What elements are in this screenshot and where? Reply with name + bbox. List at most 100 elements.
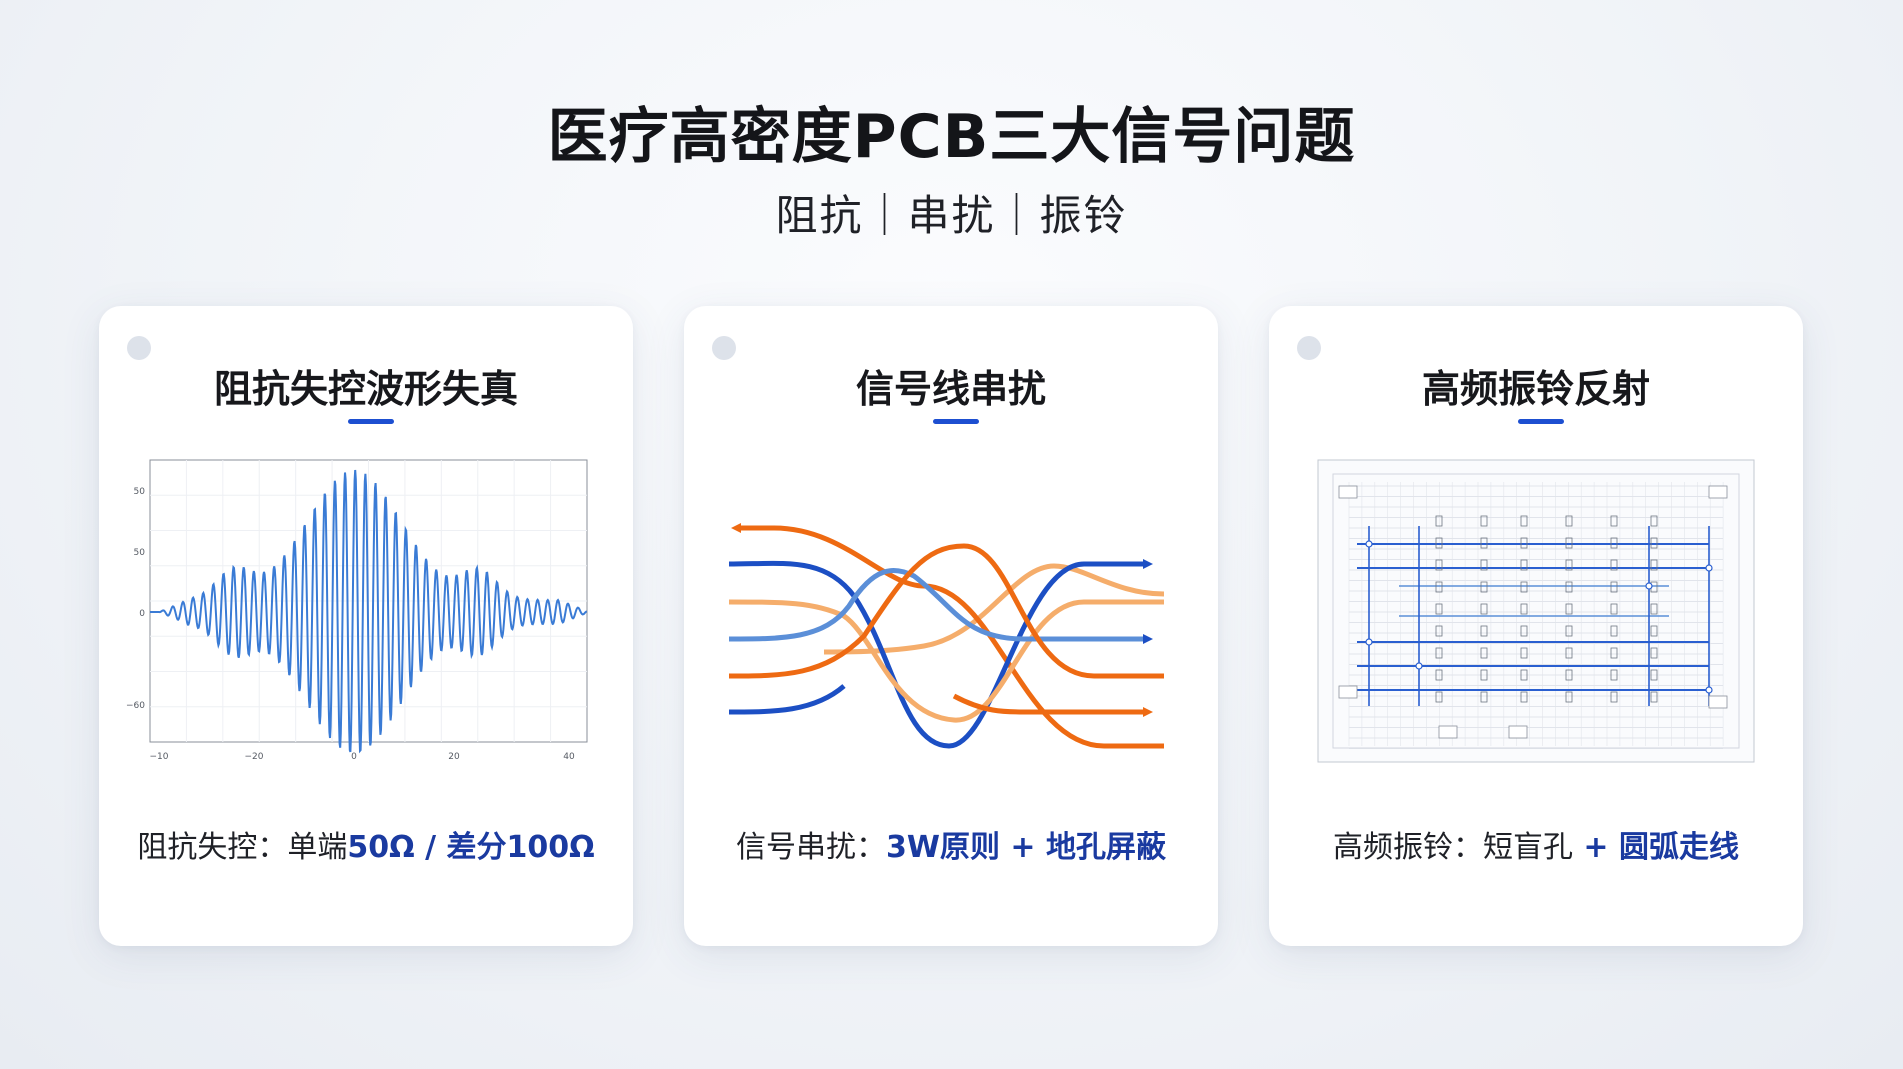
page-title: 医疗高密度PCB三大信号问题 <box>547 102 1356 172</box>
page-subtitle: 阻抗｜串扰｜振铃 <box>775 191 1128 240</box>
pcb-pad <box>1565 559 1573 571</box>
caption-prefix: 阻抗失控： <box>137 830 288 865</box>
pcb-via <box>1705 564 1713 572</box>
pcb-pad <box>1520 669 1528 681</box>
pcb-pad <box>1435 559 1443 571</box>
pcb-pad <box>1610 537 1618 549</box>
pcb-pad <box>1520 625 1528 637</box>
pcb-pad <box>1480 603 1488 615</box>
pcb-pad <box>1565 581 1573 593</box>
pcb-pad <box>1610 691 1618 703</box>
card-underline <box>933 419 979 424</box>
pcb-pad <box>1610 603 1618 615</box>
pcb-pad <box>1650 559 1658 571</box>
pcb-pad <box>1565 537 1573 549</box>
caption-highlight: + 圆弧走线 <box>1572 830 1740 865</box>
pcb-layout-svg <box>1317 459 1755 763</box>
pcb-pad <box>1565 669 1573 681</box>
pcb-pad <box>1610 669 1618 681</box>
card-caption: 信号串扰：3W原则 + 地孔屏蔽 <box>684 822 1218 866</box>
pcb-inner-frame <box>1332 473 1740 749</box>
pcb-pad <box>1435 669 1443 681</box>
pcb-pad <box>1435 537 1443 549</box>
waveform-series <box>150 469 588 754</box>
pcb-pad <box>1650 537 1658 549</box>
pcb-pad <box>1520 603 1528 615</box>
pcb-pad <box>1565 647 1573 659</box>
caption-plain: 单端 <box>287 830 348 865</box>
pcb-pad <box>1480 647 1488 659</box>
card-title: 高频振铃反射 <box>1421 367 1650 411</box>
pcb-via <box>1365 540 1373 548</box>
pcb-components <box>1338 485 1728 739</box>
pcb-component <box>1338 485 1358 499</box>
pcb-pad <box>1520 647 1528 659</box>
crosstalk-figure <box>724 456 1178 776</box>
pcb-pad <box>1480 691 1488 703</box>
pcb-pad <box>1610 515 1618 527</box>
caption-prefix: 高频振铃： <box>1332 830 1483 865</box>
pcb-pad <box>1480 515 1488 527</box>
pcb-component <box>1708 695 1728 709</box>
card-dot <box>127 336 151 360</box>
card-title: 阻抗失控波形失真 <box>213 367 518 411</box>
trace-light-orange-2 <box>728 599 1164 723</box>
card-crosstalk: 信号线串扰 <box>684 306 1218 946</box>
caption-highlight: 3W原则 + 地孔屏蔽 <box>886 830 1166 865</box>
card-dot <box>712 336 736 360</box>
pcb-pad <box>1610 647 1618 659</box>
caption-prefix: 信号串扰： <box>736 830 886 865</box>
card-title: 信号线串扰 <box>855 367 1046 411</box>
pcb-pad <box>1435 625 1443 637</box>
pcb-pad <box>1650 515 1658 527</box>
y-tick-label: 50 <box>134 487 146 497</box>
caption-plain: 短盲孔 <box>1482 830 1573 865</box>
pcb-pad <box>1520 559 1528 571</box>
trace-blue-2-start <box>728 684 846 715</box>
pcb-pad <box>1435 603 1443 615</box>
x-tick-label: −20 <box>245 752 264 762</box>
card-dot <box>1297 336 1321 360</box>
pcb-pad <box>1650 625 1658 637</box>
pcb-via <box>1645 582 1653 590</box>
pcb-pad <box>1650 603 1658 615</box>
card-underline <box>348 419 394 424</box>
y-tick-label: 50 <box>134 548 146 558</box>
trace-orange-left-arrow <box>731 523 1164 749</box>
trace-orange-2 <box>728 543 1164 679</box>
pcb-layout-figure <box>1309 456 1763 776</box>
pcb-pad <box>1435 691 1443 703</box>
x-tick-label: 40 <box>563 752 575 762</box>
pcb-pad <box>1480 625 1488 637</box>
crossing-traces-svg <box>728 523 1165 749</box>
pcb-pad <box>1520 537 1528 549</box>
y-tick-label: 0 <box>139 609 145 619</box>
pcb-component <box>1508 725 1528 739</box>
card-ringing: 高频振铃反射 高频振铃：短盲孔 + 圆弧走线 <box>1269 306 1803 946</box>
pcb-component <box>1708 485 1728 499</box>
pcb-pad <box>1610 559 1618 571</box>
trace-orange-right-lead <box>952 693 1025 715</box>
pcb-pad <box>1480 559 1488 571</box>
pcb-pad <box>1565 603 1573 615</box>
caption-highlight: 50Ω / 差分100Ω <box>347 830 595 865</box>
card-underline <box>1518 419 1564 424</box>
card-caption: 阻抗失控：单端50Ω / 差分100Ω <box>99 822 633 866</box>
pcb-pad <box>1480 669 1488 681</box>
pcb-pad <box>1435 647 1443 659</box>
trace-light-blue-right-arrow <box>728 568 1153 644</box>
pcb-pad <box>1565 625 1573 637</box>
pcb-via <box>1415 662 1423 670</box>
pcb-pad <box>1435 581 1443 593</box>
pcb-pad <box>1565 691 1573 703</box>
x-tick-label: 20 <box>448 752 460 762</box>
pcb-pad <box>1520 581 1528 593</box>
pcb-pad <box>1520 515 1528 527</box>
pcb-pad <box>1650 691 1658 703</box>
pcb-pad <box>1520 691 1528 703</box>
